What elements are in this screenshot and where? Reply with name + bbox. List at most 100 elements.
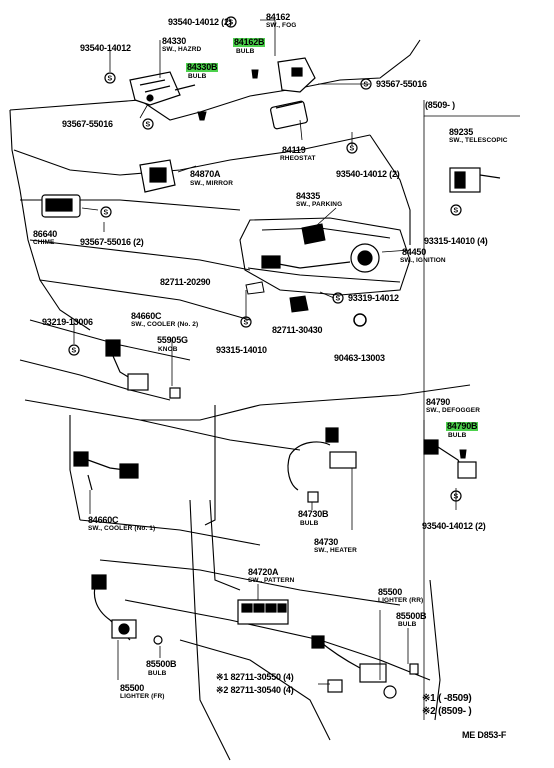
- label-84330: 84330: [162, 36, 187, 46]
- bulb-84330b-drawing: [197, 111, 207, 121]
- svg-text:S: S: [108, 76, 113, 83]
- label-84730-sub: SW., HEATER: [314, 547, 357, 554]
- cooler-switch-no2-drawing: [105, 339, 181, 399]
- heater-switch-drawing: [287, 427, 357, 503]
- cooler-switch-no1-drawing: [73, 451, 139, 491]
- parking-switch-drawing: [301, 223, 326, 245]
- pattern-switch-drawing: [237, 599, 289, 625]
- label-84335: 84335: [296, 191, 321, 201]
- label-93567-55016-right: 93567-55016: [376, 79, 427, 89]
- label-55905g-sub: KNOB: [158, 346, 178, 353]
- label-89235: 89235: [449, 127, 474, 137]
- label-84730: 84730: [314, 537, 339, 547]
- svg-text:S: S: [350, 146, 355, 153]
- label-85500-rr-sub: LIGHTER (RR): [378, 597, 424, 604]
- ignition-switch-drawing: [261, 243, 380, 273]
- label-86640: 86640: [33, 229, 58, 239]
- rheostat-drawing: [270, 100, 308, 130]
- label-84162b: 84162B: [233, 37, 266, 47]
- hazard-switch-drawing: [129, 71, 196, 106]
- label-84330b: 84330B: [186, 62, 219, 72]
- label-93567-55016-2: 93567-55016 (2): [80, 237, 144, 247]
- footer-code: ME D853-F: [462, 730, 507, 740]
- bulb-84162b-drawing: [251, 69, 259, 79]
- label-85500-fr-sub: LIGHTER (FR): [120, 693, 165, 700]
- label-90463-13003: 90463-13003: [334, 353, 385, 363]
- label-84660c-bot-sub: SW., COOLER (No. 1): [88, 525, 156, 532]
- svg-text:S: S: [454, 494, 459, 501]
- svg-text:S: S: [364, 82, 369, 89]
- bulb-84790b-drawing: [459, 449, 467, 459]
- legend-row-1: ※1 ( -8509): [422, 693, 472, 704]
- label-84162: 84162: [266, 12, 291, 22]
- label-89235-sub: SW., TELESCOPIC: [449, 137, 508, 144]
- label-82711-30540: ※2 82711-30540 (4): [216, 685, 294, 695]
- clip-82711-30430-drawing: [289, 295, 309, 313]
- label-84660c-top-sub: SW., COOLER (No. 2): [131, 321, 199, 328]
- label-93567-55016-left: 93567-55016: [62, 119, 113, 129]
- label-84870a: 84870A: [190, 169, 221, 179]
- label-82711-30550: ※1 82711-30550 (4): [216, 672, 294, 682]
- label-84660c-top: 84660C: [131, 311, 162, 321]
- svg-text:S: S: [244, 320, 249, 327]
- label-84330-sub: SW., HAZRD: [162, 46, 202, 53]
- label-84790b: 84790B: [446, 421, 479, 431]
- rear-lighter-drawing: [311, 635, 419, 699]
- label-85500b-rr-sub: BULB: [398, 621, 417, 628]
- mirror-switch-drawing: [139, 159, 176, 193]
- label-93540-14012-2-bot: 93540-14012 (2): [422, 521, 486, 531]
- label-84730b-sub: BULB: [300, 520, 319, 527]
- label-84870a-sub: SW., MIRROR: [190, 180, 233, 187]
- label-84790b-sub: BULB: [448, 432, 467, 439]
- label-85500-rr: 85500: [378, 587, 403, 597]
- label-84119-sub: RHEOSTAT: [280, 155, 316, 162]
- label-93315-14010: 93315-14010: [216, 345, 267, 355]
- label-93315-14010-4: 93315-14010 (4): [424, 236, 488, 246]
- chime-drawing: [41, 194, 81, 218]
- label-93540-14012-left: 93540-14012: [80, 43, 131, 53]
- telescopic-date-header: (8509- ): [425, 100, 455, 110]
- front-lighter-drawing: [91, 574, 163, 645]
- label-84330b-sub: BULB: [188, 73, 207, 80]
- label-55905g: 55905G: [157, 335, 188, 345]
- label-86640-sub: CHIME: [33, 239, 55, 246]
- svg-text:S: S: [72, 348, 77, 355]
- label-84335-sub: SW., PARKING: [296, 201, 343, 208]
- svg-text:S: S: [146, 122, 151, 129]
- label-93319-14012: 93319-14012: [348, 293, 399, 303]
- label-84790: 84790: [426, 397, 451, 407]
- svg-text:S: S: [336, 296, 341, 303]
- label-85500b-rr: 85500B: [396, 611, 427, 621]
- clip-82711-20290-drawing: [245, 281, 265, 295]
- label-82711-30430: 82711-30430: [272, 325, 323, 335]
- label-93540-14012-2-top: 93540-14012 (2): [168, 17, 232, 27]
- label-93540-14012-2-mid: 93540-14012 (2): [336, 169, 400, 179]
- clip-90463-13003-drawing: [353, 313, 367, 327]
- telescopic-switch-drawing: [449, 167, 501, 193]
- legend-row-2: ※2 (8509- ): [422, 706, 472, 717]
- label-85500b-fr-sub: BULB: [148, 670, 167, 677]
- label-84730b: 84730B: [298, 509, 329, 519]
- label-85500-fr: 85500: [120, 683, 145, 693]
- label-82711-20290: 82711-20290: [160, 277, 211, 287]
- leader-lines: [73, 19, 520, 720]
- label-84450: 84450: [402, 247, 427, 257]
- svg-text:S: S: [104, 210, 109, 217]
- label-84720a: 84720A: [248, 567, 279, 577]
- svg-text:S: S: [454, 208, 459, 215]
- screw-symbol-letters: S S S S S S S S S S S: [72, 20, 459, 501]
- label-84790-sub: SW., DEFOGGER: [426, 407, 481, 414]
- label-85500b-fr: 85500B: [146, 659, 177, 669]
- label-84162-sub: SW., FOG: [266, 22, 297, 29]
- label-84162b-sub: BULB: [236, 48, 255, 55]
- svg-text:S: S: [229, 20, 234, 27]
- label-84660c-bot: 84660C: [88, 515, 119, 525]
- dashboard-outline: [9, 39, 471, 761]
- label-84450-sub: SW., IGNITION: [400, 257, 446, 264]
- screw-symbols: [68, 16, 462, 502]
- label-84119: 84119: [282, 145, 306, 155]
- label-93219-13006: 93219-13006: [42, 317, 93, 327]
- label-84720a-sub: SW., PATTERN: [248, 577, 295, 584]
